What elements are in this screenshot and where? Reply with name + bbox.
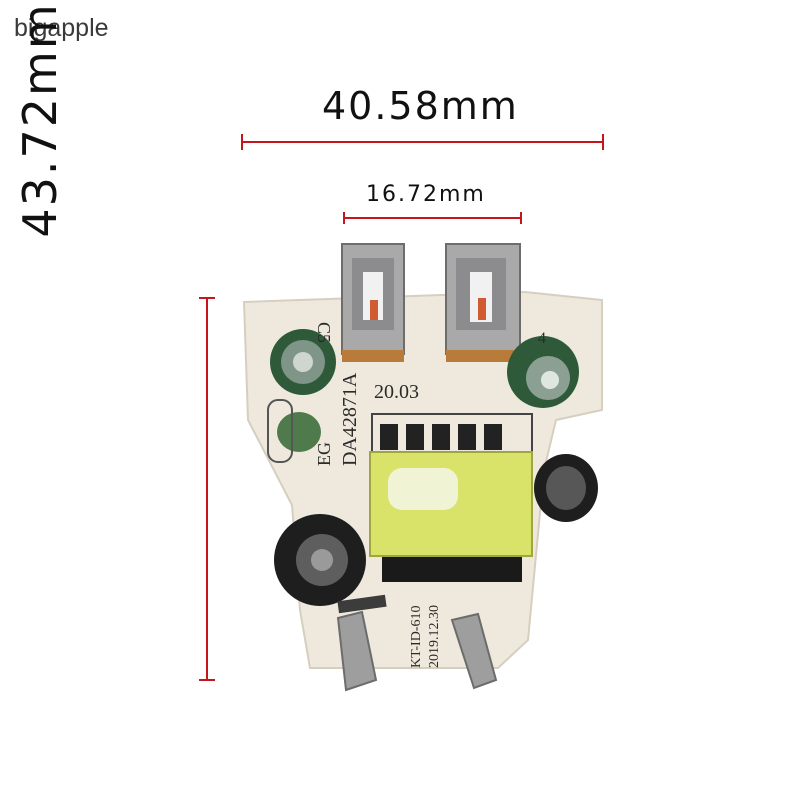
brand-watermark: bigapple (14, 14, 109, 42)
width-dimension-line (241, 134, 604, 150)
capacitor-green-left (270, 329, 336, 395)
label-2003: 20.03 (374, 381, 419, 403)
label-c4: 4 (538, 330, 546, 347)
connector-spacing-label: 16.72mm (366, 182, 486, 207)
diode (337, 594, 387, 614)
width-dimension-label: 40.58mm (322, 84, 519, 128)
capacitor-green-right (507, 336, 579, 408)
ceramic-capacitor (277, 412, 321, 452)
usb-port-left (341, 243, 405, 362)
label-c5: C5 (314, 322, 334, 343)
capacitor-black-large (274, 514, 366, 606)
height-dimension-label: 43.72mm (13, 2, 67, 238)
label-part-number: DA42871A (339, 372, 361, 466)
usb-port-right (445, 243, 521, 362)
label-date: 2019.12.30 (427, 605, 442, 668)
label-eg: EG (314, 442, 334, 466)
connector-spacing-line (343, 212, 522, 224)
label-model: KT-ID-610 (409, 606, 424, 668)
capacitor-black-right (534, 454, 598, 522)
ceramic-capacitor-outline (267, 399, 293, 463)
transformer (369, 451, 533, 557)
height-dimension-line (199, 297, 215, 681)
plug-prongs (336, 610, 498, 692)
